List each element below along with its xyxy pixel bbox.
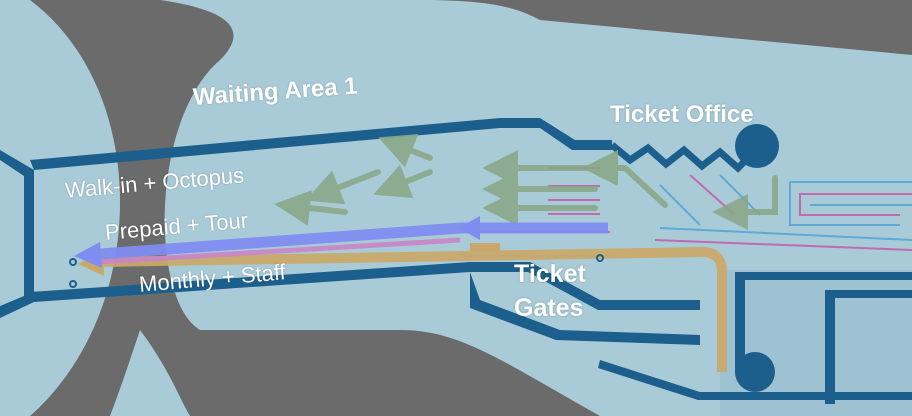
gate-marker-1 xyxy=(69,258,77,266)
gate-island-lower xyxy=(470,262,700,310)
walk-in-arrow-6 xyxy=(305,169,381,205)
walk-in-queue-path xyxy=(712,175,778,230)
ticket-office-zigzag-wall xyxy=(609,142,759,173)
prepaid-flow-arrowhead xyxy=(74,242,102,268)
prepaid-gate-arrowhead xyxy=(458,216,480,240)
queue-line-blue-3 xyxy=(659,227,912,241)
gate-marker-3 xyxy=(596,254,604,262)
lower-corridor-wall xyxy=(30,262,470,302)
prepaid-flow xyxy=(74,216,608,268)
ticket-office xyxy=(609,124,779,392)
monthly-flow-line xyxy=(99,247,727,372)
ticket-gates-label-line2: Gates xyxy=(514,294,584,322)
walk-in-flow xyxy=(274,133,778,230)
walls xyxy=(0,118,912,404)
walk-in-arrow-4 xyxy=(378,133,433,168)
queue-line-blue-1 xyxy=(789,181,912,226)
queue-line-blue-5 xyxy=(659,184,701,226)
left-floor-ellipse xyxy=(0,0,120,416)
queue-line-pink-2 xyxy=(654,239,912,251)
lower-pillar xyxy=(735,352,775,392)
prepaid-flow-overlay xyxy=(99,237,461,265)
ticket-office-label: Ticket Office xyxy=(610,101,754,128)
queue-line-pink-1 xyxy=(799,193,912,216)
walk-in-office-path xyxy=(582,150,668,208)
bottom-floor-ellipse xyxy=(110,330,190,416)
right-lower-wall xyxy=(598,360,912,400)
left-entrance-wall xyxy=(0,150,34,318)
ticket-office-pillar xyxy=(735,124,779,168)
walk-in-arrow-5 xyxy=(373,164,433,199)
lower-divider-wall xyxy=(470,272,700,345)
walk-in-arrow-7 xyxy=(274,190,348,226)
gate-markers xyxy=(69,254,604,288)
upper-corridor-wall xyxy=(30,118,612,170)
gate-marker-2 xyxy=(69,280,77,288)
ticket-gates-label-line1: Ticket xyxy=(514,260,586,288)
